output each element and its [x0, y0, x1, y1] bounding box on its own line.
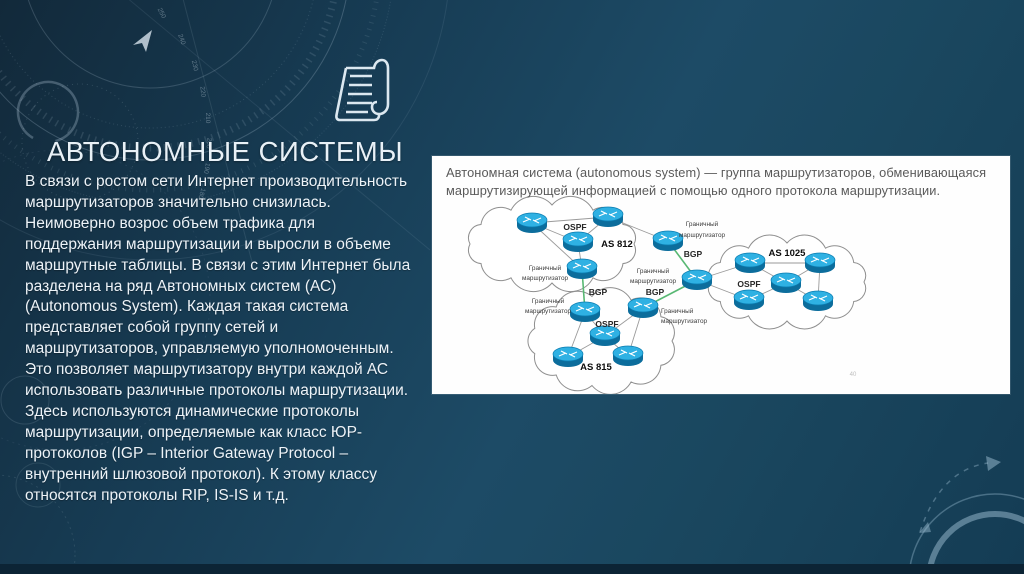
compass-arrow-icon [133, 30, 152, 52]
bgp-label-right: BGP [684, 249, 703, 259]
router-icon-r14 [770, 272, 802, 293]
ospf-label-as1025: OSPF [737, 279, 760, 289]
bgp-label-middle: BGP [646, 287, 665, 297]
arc-arrow-icon [986, 456, 1001, 471]
router-icon-r16 [802, 290, 834, 311]
bgp-label-left: BGP [589, 287, 608, 297]
router-icon-r7 [627, 297, 659, 318]
border-router-label: маршрутизатор [525, 308, 572, 315]
border-router-label: Граничный [661, 307, 694, 315]
compass-number: 250 [156, 7, 167, 20]
figure-caption: Автономная система (autonomous system) —… [446, 165, 987, 199]
bottom-right-rings [908, 462, 1024, 574]
as812-label: AS 812 [601, 239, 633, 250]
as815-label: AS 815 [580, 362, 612, 373]
border-router-label: Граничный [532, 297, 565, 305]
border-router-label: Граничный [686, 220, 719, 228]
router-icon-r9 [552, 346, 584, 367]
as1025-label: AS 1025 [769, 248, 807, 259]
router-icon-r3 [562, 231, 594, 252]
compass-number: 230 [190, 60, 199, 73]
router-icon-r12 [734, 252, 766, 273]
slide-title: АВТОНОМНЫЕ СИСТЕМЫ [46, 136, 404, 167]
border-router-label: маршрутизатор [522, 275, 569, 282]
router-icon-r8 [589, 325, 621, 346]
ospf-label-as815: OSPF [595, 319, 618, 329]
bottom-bar [0, 564, 1024, 574]
border-router-label: маршрутизатор [661, 318, 708, 325]
router-icon-r5 [652, 230, 684, 251]
border-router-label: Граничный [637, 267, 670, 275]
slide-body-text: В связи с ростом сети Интернет производи… [25, 173, 411, 504]
router-icon-r15 [733, 289, 765, 310]
compass-number: 220 [198, 86, 206, 98]
compass-number: 240 [176, 33, 186, 46]
ospf-label-as812: OSPF [563, 222, 586, 232]
router-icon-r6 [569, 301, 601, 322]
figure-page-marker: 40 [850, 372, 857, 378]
router-icon-r10 [612, 345, 644, 366]
border-router-label: Граничный [529, 264, 562, 272]
router-icon-r4 [566, 258, 598, 279]
router-icon-r2 [592, 206, 624, 227]
arc-arrow-icon [919, 522, 931, 533]
figure-panel: Автономная система (autonomous system) —… [432, 156, 1010, 394]
border-router-label: маршрутизатор [679, 232, 726, 239]
compass-number: 210 [204, 113, 211, 124]
scroll-icon [334, 56, 390, 126]
router-icon-r1 [516, 212, 548, 233]
border-router-label: маршрутизатор [630, 278, 677, 285]
router-icon-r11 [681, 269, 713, 290]
router-icon-r13 [804, 252, 836, 273]
